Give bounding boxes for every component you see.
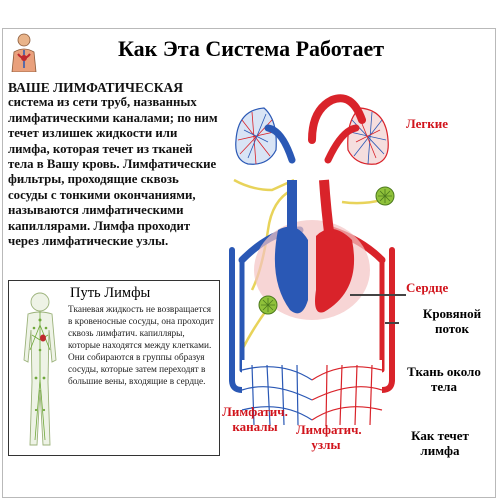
label-heart: Сердце (406, 280, 449, 295)
intro-lead: ВАШЕ ЛИМФАТИЧЕСКАЯ (8, 80, 183, 95)
page-title: Как Эта Система Работает (118, 36, 385, 61)
circulation-diagram (229, 94, 395, 426)
label-lymph-channels: Лимфатич. каналы (222, 404, 288, 434)
inset-box (8, 280, 220, 456)
label-lymph-flow: Как течет лимфа (411, 428, 469, 458)
inset-title: Путь Лимфы (70, 285, 151, 301)
inset-text: Тканевая жидкость не возвращается в кров… (68, 305, 214, 387)
left-lung (235, 107, 277, 165)
capillary-bed (241, 360, 383, 426)
intro-text: система из сети труб, названных лимфатич… (8, 95, 218, 249)
label-lungs: Легкие (406, 116, 449, 131)
right-lung (347, 107, 389, 165)
lymph-body-icon (23, 292, 57, 446)
label-lymph-nodes: Лимфатич. узлы (296, 422, 362, 452)
intro-paragraph: ВАШЕ ЛИМФАТИЧЕСКАЯ система из сети труб,… (8, 80, 220, 249)
heart (254, 179, 370, 320)
label-blood-flow: Кровяной поток (422, 306, 482, 336)
blood-flow-pointer (385, 322, 399, 324)
human-figure-icon (11, 33, 37, 72)
page-frame (2, 28, 496, 498)
lymph-node-icon (258, 186, 395, 315)
label-body-tissue: Ткань около тела (407, 364, 481, 394)
heart-pointer (350, 294, 406, 296)
